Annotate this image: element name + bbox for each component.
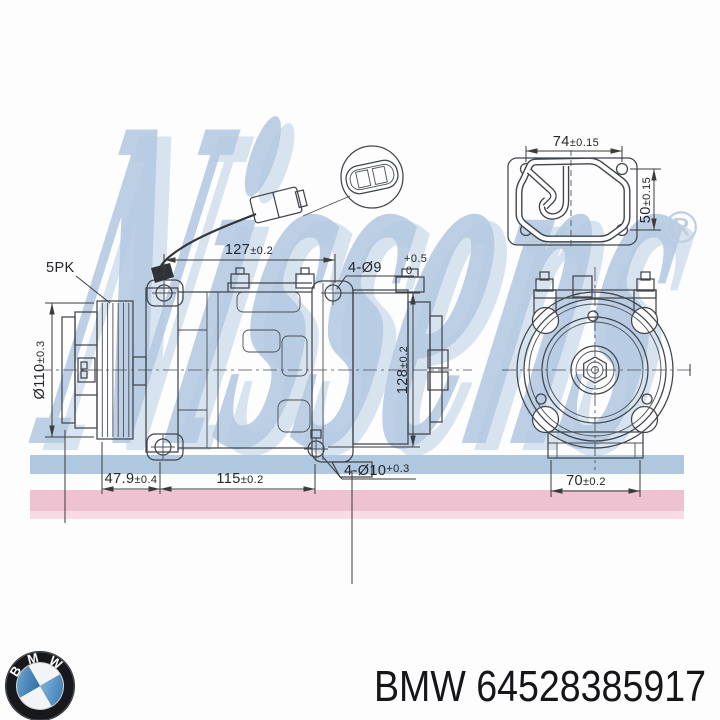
front-foot bbox=[547, 431, 644, 459]
pink-band-light bbox=[30, 511, 684, 519]
compressor-front-view: 70±0.2 bbox=[502, 267, 692, 497]
part-number-text: BMW 64528385917 bbox=[374, 662, 706, 711]
bmw-logo: B M W bbox=[5, 650, 75, 720]
dim-body-height: 128±0.2 bbox=[395, 346, 411, 394]
dim-bottom-holes: 4-Ø10+0.3 bbox=[344, 463, 410, 479]
gasket-view: 74±0.15 50±0.15 bbox=[507, 134, 661, 250]
flange-holes bbox=[535, 310, 653, 405]
dim-gasket-width: 74±0.15 bbox=[553, 134, 599, 150]
dim-foot-width: 70±0.2 bbox=[566, 473, 606, 489]
rear-cylinder bbox=[352, 268, 449, 445]
decor-bands bbox=[30, 455, 684, 519]
dim-gasket-height: 50±0.15 bbox=[638, 177, 654, 223]
logo-letter-m: M bbox=[26, 650, 40, 667]
connector-detail bbox=[302, 145, 404, 217]
dim-bottom-hole-pitch: 115±0.2 bbox=[216, 471, 263, 487]
pink-band bbox=[30, 490, 684, 511]
compressor-side-view bbox=[38, 145, 472, 478]
clutch-plate bbox=[61, 311, 98, 429]
belt-type-label: 5PK bbox=[46, 260, 75, 276]
front-housing bbox=[145, 279, 184, 461]
dim-pulley-offset: 47.9±0.4 bbox=[105, 471, 158, 487]
connector-plug bbox=[249, 186, 308, 224]
front-bracket bbox=[533, 271, 657, 324]
wire-terminal bbox=[151, 263, 174, 283]
dim-pulley-diameter: Ø110±0.3 bbox=[32, 341, 48, 400]
compressor-body bbox=[178, 267, 315, 449]
registered-mark-icon: ® bbox=[659, 203, 703, 254]
gasket-bead bbox=[515, 157, 631, 243]
dim-top-hole-pitch: 127±0.2 bbox=[225, 242, 273, 258]
rear-housing bbox=[304, 280, 373, 478]
bmw-roundel-quadrants bbox=[15, 662, 64, 710]
blue-band bbox=[30, 455, 684, 474]
